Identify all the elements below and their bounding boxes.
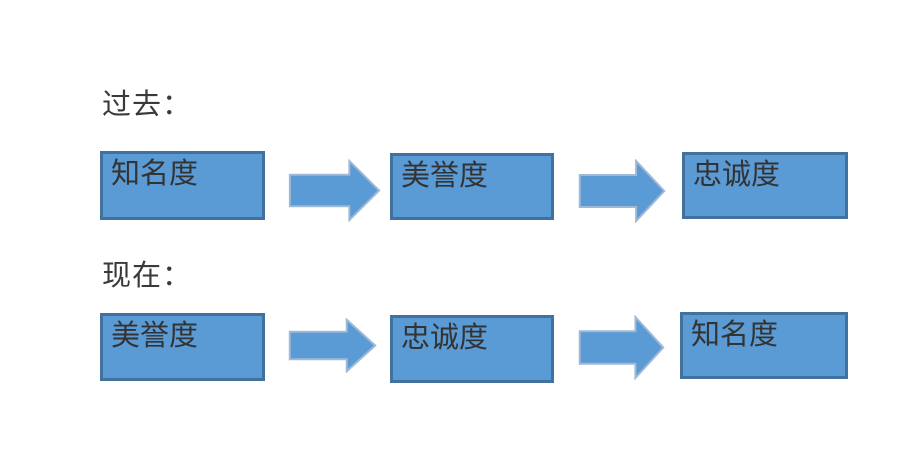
flow-box-past-2: 美誉度 [390, 153, 554, 220]
right-block-arrow-icon [578, 159, 666, 223]
right-block-arrow-icon [578, 315, 665, 380]
row-label-past: 过去： [102, 89, 193, 121]
row-label-now: 现在： [102, 260, 193, 292]
flow-box-past-3: 忠诚度 [682, 152, 848, 219]
flow-box-past-1: 知名度 [100, 151, 265, 220]
flow-box-now-3: 知名度 [680, 312, 848, 379]
flow-box-now-2: 忠诚度 [390, 315, 554, 383]
right-block-arrow-icon [288, 159, 381, 222]
right-block-arrow-icon [288, 318, 377, 373]
flow-box-now-1: 美誉度 [100, 313, 265, 381]
